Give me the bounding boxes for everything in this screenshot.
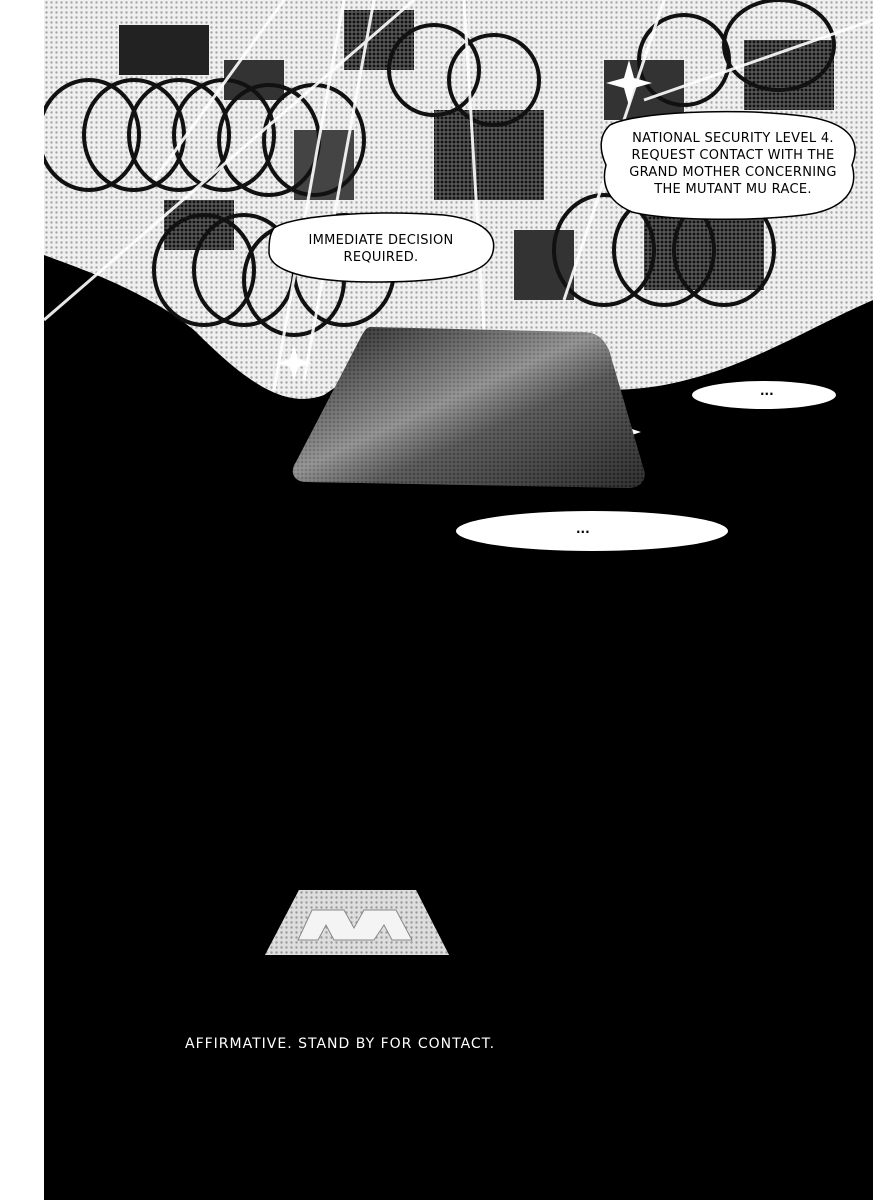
panel: NATIONAL SECURITY LEVEL 4. REQUEST CONTA… <box>44 0 873 1200</box>
bubble-immediate-decision: IMMEDIATE DECISION REQUIRED. <box>308 233 454 265</box>
page-margin <box>0 0 44 1200</box>
m-emblem-icon <box>265 890 449 955</box>
trapezoid-terminal-icon <box>292 327 645 488</box>
bubble-security-level: NATIONAL SECURITY LEVEL 4. REQUEST CONTA… <box>629 131 837 197</box>
speech-bubbles <box>268 110 856 551</box>
bubble-ellipsis-upper: ... <box>760 384 774 398</box>
light-beams <box>44 0 873 391</box>
caption-affirmative: AFFIRMATIVE. STAND BY FOR CONTACT. <box>185 1036 496 1052</box>
bubble-ellipsis-lower: ... <box>576 522 590 536</box>
panel-artwork <box>44 0 873 955</box>
